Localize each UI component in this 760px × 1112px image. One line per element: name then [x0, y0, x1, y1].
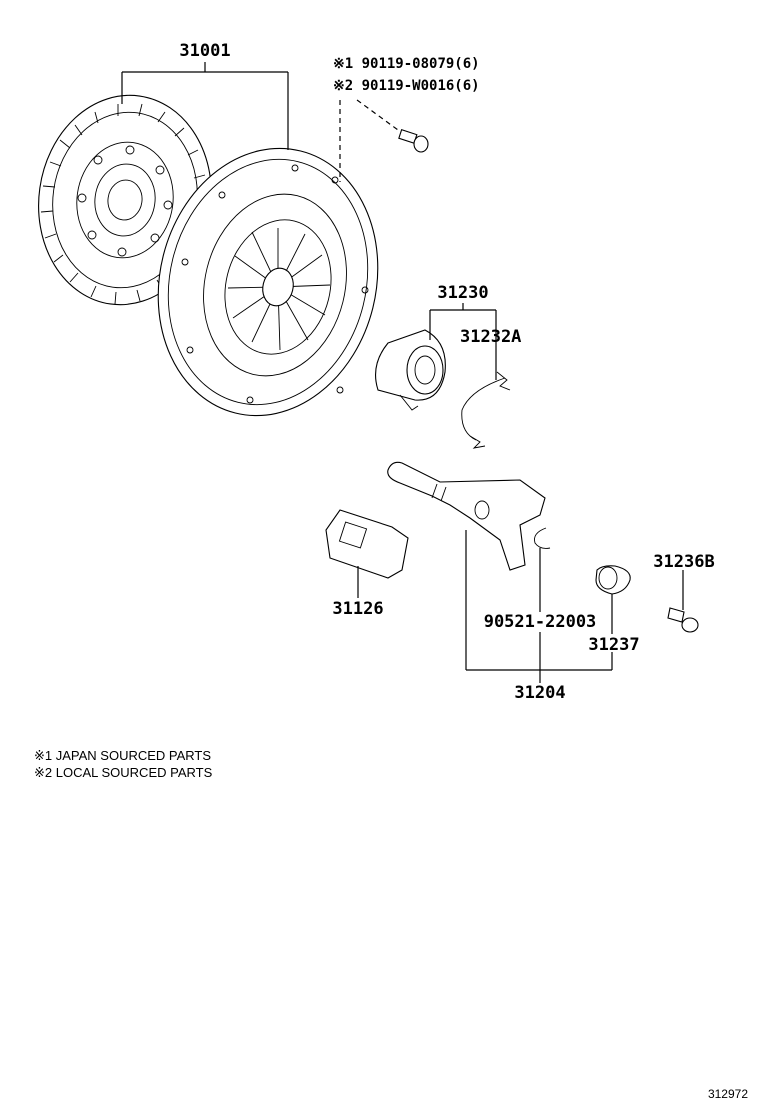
support-boot-illustration	[595, 565, 631, 595]
callout-31204: 31204	[514, 683, 565, 703]
callout-31230: 31230	[437, 283, 488, 303]
fork-clip-illustration	[534, 527, 551, 549]
leader-lines	[121, 62, 684, 683]
callout-bolt-japan: ※1 90119-08079(6)	[333, 56, 480, 72]
note-japan-sourced: ※1 JAPAN SOURCED PARTS	[34, 748, 211, 763]
release-fork-illustration	[387, 461, 546, 571]
callout-31237: 31237	[588, 635, 639, 655]
note-local-sourced: ※2 LOCAL SOURCED PARTS	[34, 765, 213, 780]
bearing-clip-illustration	[461, 371, 511, 449]
figure-number: 312972	[708, 1087, 748, 1101]
release-bearing-illustration	[375, 329, 446, 411]
fork-boot-illustration	[325, 509, 409, 579]
callout-31001: 31001	[179, 41, 230, 61]
callout-31232a: 31232A	[460, 327, 521, 347]
bolt-illustration	[398, 129, 429, 153]
callout-90521: 90521-22003	[484, 612, 597, 632]
callout-31236b: 31236B	[653, 552, 714, 572]
clutch-cover-illustration	[157, 147, 379, 417]
callout-bolt-local: ※2 90119-W0016(6)	[333, 78, 480, 94]
fork-pivot-illustration	[667, 607, 699, 633]
callout-31126: 31126	[332, 599, 383, 619]
